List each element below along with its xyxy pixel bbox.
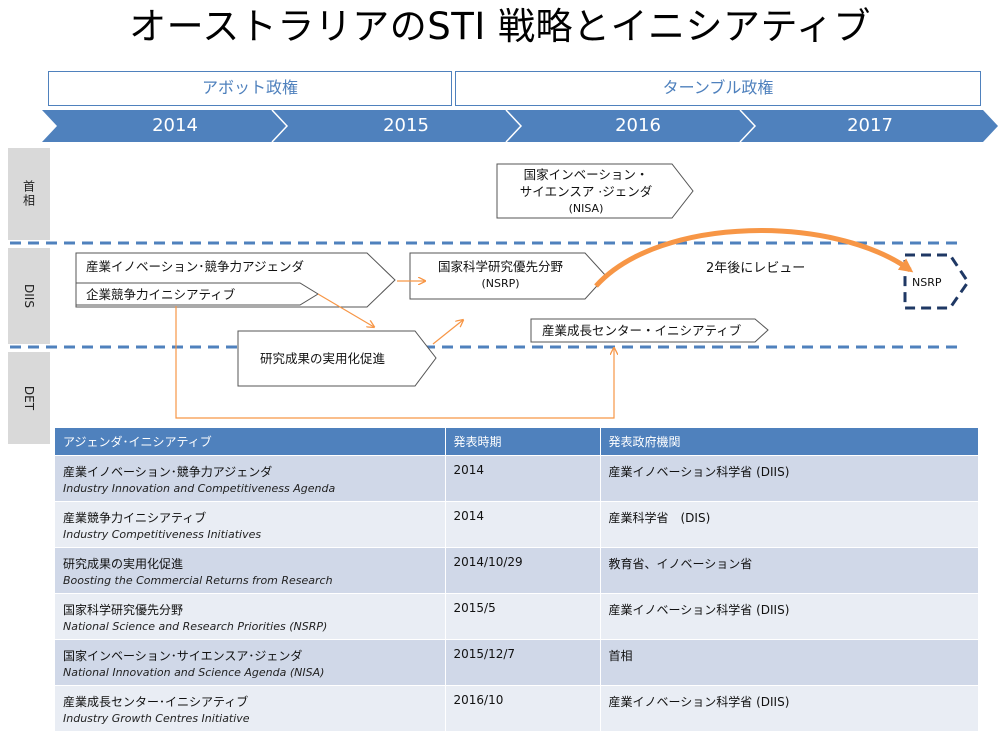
initiative-en: Industry Competitiveness Initiatives	[63, 527, 262, 541]
nisa-label-line1: 国家インベーション・	[523, 167, 649, 182]
table-row: 国家科学研究優先分野 National Science and Research …	[55, 592, 979, 639]
year-chevron-2015	[272, 110, 521, 142]
table-cell-agency: 産業イノベーション科学省 (DIIS)	[600, 684, 979, 731]
nsrp-future-shape	[903, 253, 970, 310]
arrow-competitiveness-to-commercial	[317, 293, 374, 327]
table-cell-agency: 首相	[600, 638, 979, 685]
competitiveness-shape	[75, 282, 319, 306]
page-title: オーストラリアのSTI 戦略とイニシアティブ	[129, 5, 871, 48]
table-cell-date: 2014	[445, 500, 601, 547]
table-cell-agency: 産業イノベーション科学省 (DIIS)	[600, 454, 979, 501]
nisa-label-line2: サイエンスア ·ジェンダ	[519, 184, 653, 199]
lane-label-pm: 首相	[8, 148, 50, 240]
growth-centres-label: 産業成長センター・イニシアティブ	[542, 323, 742, 338]
commercial-label: 研究成果の実用化促進	[260, 351, 386, 366]
lane-label-diis-text: DIIS	[22, 284, 36, 308]
initiative-en: National Innovation and Science Agenda (…	[63, 665, 325, 679]
competitiveness-label: 企業競争力イニシアティブ	[86, 287, 236, 302]
table-cell-agency: 産業科学省 (DIS)	[600, 500, 979, 547]
table-cell-agency: 産業イノベーション科学省 (DIIS)	[600, 592, 979, 639]
lane-label-det: DET	[8, 352, 50, 444]
nsrp-shape	[409, 252, 607, 300]
table-cell-date: 2015/5	[445, 592, 601, 639]
nsrp-future-label: NSRP	[912, 276, 942, 289]
arrow-competitiveness-to-growth-centres	[175, 306, 614, 419]
initiative-en: Industry Growth Centres Initiative	[63, 711, 250, 725]
initiative-en: National Science and Research Priorities…	[63, 619, 328, 633]
table-cell-date: 2015/12/7	[445, 638, 601, 685]
year-label-2014: 2014	[152, 115, 198, 136]
nsrp-label-line2: (NSRP)	[481, 277, 520, 290]
initiative-jp: 国家科学研究優先分野	[63, 602, 184, 617]
initiative-jp: 研究成果の実用化促進	[63, 556, 184, 571]
review-curved-arrow	[594, 228, 914, 288]
table-cell-initiative: 産業成長センター･イニシアティブ Industry Growth Centres …	[55, 684, 446, 731]
table-row: 産業イノベーション･競争力アジェンダ Industry Innovation an…	[55, 454, 979, 501]
nisa-shape	[496, 163, 694, 219]
initiative-jp: 国家インベーション･サイエンスア･ジェンダ	[63, 648, 303, 663]
initiative-jp: 産業競争力イニシアティブ	[63, 510, 207, 525]
table-row: 産業成長センター･イニシアティブ Industry Growth Centres …	[55, 684, 979, 731]
lane-label-det-text: DET	[22, 385, 36, 411]
table-cell-initiative: 国家インベーション･サイエンスア･ジェンダ National Innovation…	[55, 638, 446, 685]
table-cell-initiative: 国家科学研究優先分野 National Science and Research …	[55, 592, 446, 639]
initiative-jp: 産業成長センター･イニシアティブ	[63, 694, 249, 709]
table-cell-initiative: 産業イノベーション･競争力アジェンダ Industry Innovation an…	[55, 454, 446, 501]
table-cell-initiative: 研究成果の実用化促進 Boosting the Commercial Return…	[55, 546, 446, 593]
commercial-shape	[237, 330, 437, 387]
abbott-government-box: アボット政権	[48, 71, 452, 106]
table-header-row: アジェンダ･イニシアティブ 発表時期 発表政府機関	[55, 428, 979, 455]
table-cell-date: 2014	[445, 454, 601, 501]
table-cell-initiative: 産業競争力イニシアティブ Industry Competitiveness Ini…	[55, 500, 446, 547]
agenda-label: 産業イノベーション･競争力アジェンダ	[86, 259, 305, 274]
year-label-2016: 2016	[615, 115, 661, 136]
year-chevron-2017	[740, 110, 998, 142]
year-chevron-2014	[42, 110, 287, 142]
initiative-jp: 産業イノベーション･競争力アジェンダ	[63, 464, 273, 479]
table-header-date: 発表時期	[445, 428, 601, 455]
growth-centres-shape	[530, 318, 769, 343]
nsrp-label: 国家科学研究優先分野 (NSRP)	[413, 258, 588, 292]
initiative-en: Boosting the Commercial Returns from Res…	[63, 573, 333, 587]
arrow-commercial-to-nsrp	[432, 320, 463, 345]
table-cell-date: 2016/10	[445, 684, 601, 731]
table-header-agency: 発表政府機関	[600, 428, 979, 455]
year-label-2015: 2015	[383, 115, 429, 136]
initiative-en: Industry Innovation and Competitiveness …	[63, 481, 336, 495]
turnbull-government-box: ターンブル政権	[455, 71, 981, 106]
nisa-label: 国家インベーション・ サイエンスア ·ジェンダ (NISA)	[497, 166, 675, 217]
nisa-label-line3: (NISA)	[568, 202, 604, 215]
lane-label-pm-text: 首相	[21, 180, 36, 208]
lane-label-diis: DIIS	[8, 248, 50, 344]
table-header-initiative: アジェンダ･イニシアティブ	[55, 428, 446, 455]
review-label: 2年後にレビュー	[706, 261, 806, 276]
year-timeline-bar	[42, 109, 998, 143]
table-cell-agency: 教育省、イノベーション省	[600, 546, 979, 593]
year-chevron-2016	[506, 110, 755, 142]
table-row: 国家インベーション･サイエンスア･ジェンダ National Innovation…	[55, 638, 979, 685]
nsrp-label-line1: 国家科学研究優先分野	[437, 259, 563, 274]
table-row: 研究成果の実用化促進 Boosting the Commercial Return…	[55, 546, 979, 593]
year-label-2017: 2017	[847, 115, 893, 136]
table-cell-date: 2014/10/29	[445, 546, 601, 593]
table-row: 産業競争力イニシアティブ Industry Competitiveness Ini…	[55, 500, 979, 547]
initiatives-table: アジェンダ･イニシアティブ 発表時期 発表政府機関 産業イノベーション･競争力ア…	[55, 428, 979, 731]
